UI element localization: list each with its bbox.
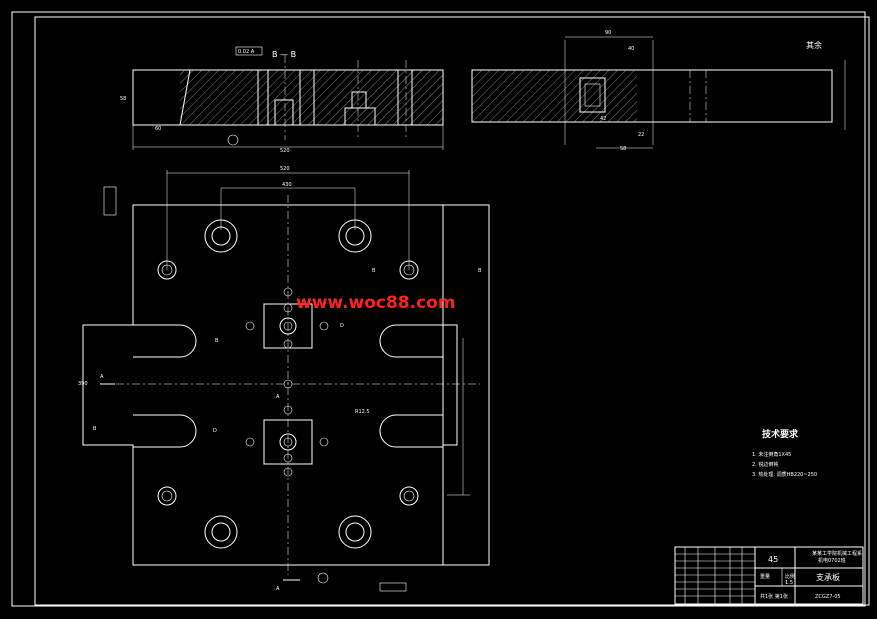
label-d-2: D: [340, 323, 344, 329]
title-scale-value: 1:5: [785, 580, 793, 586]
dim-top-left-small: 60: [155, 126, 161, 132]
tech-req-title: 技术要求: [762, 428, 799, 440]
plan-view: 520 430 390 B D B: [78, 166, 490, 592]
title-sheet: 共1张 第1张: [760, 593, 788, 600]
title-block: 45 某某工学院机械工程系 机电0702班 支承板 ZCGZ7-05 重量 比例…: [674, 546, 864, 605]
dim-plan-width-outer: 520: [280, 166, 290, 172]
tech-req-item-1: 1. 未注倒角1X45: [752, 451, 791, 458]
section-view-b-b: 0.02 A B — B 58 520 60: [120, 46, 444, 154]
dim-right-top: 90: [605, 30, 611, 36]
label-b-3: B: [372, 268, 376, 274]
title-part-name: 支承板: [816, 572, 840, 582]
label-d-1: D: [213, 428, 217, 434]
section-title-b-b: B — B: [272, 50, 296, 59]
dim-right-small-1: 42: [600, 116, 606, 122]
title-scale-label: 比例: [785, 573, 795, 580]
dim-top-left-height: 58: [120, 96, 126, 102]
section-view-right: 90 40 42 22 58 其余: [471, 30, 846, 152]
dim-right-mid: 40: [628, 46, 634, 52]
tech-requirements: 技术要求 1. 未注倒角1X45 2. 锐边倒钝 3. 热处理: 调质HB220…: [752, 428, 817, 478]
label-a-1: A: [100, 374, 104, 380]
title-company-1: 某某工学院机械工程系: [812, 550, 862, 557]
label-b-1: B: [215, 338, 219, 344]
dim-right-bot: 58: [620, 146, 626, 152]
label-a-3: A: [276, 586, 280, 592]
tech-req-item-3: 3. 热处理: 调质HB220~250: [752, 471, 817, 478]
title-material: 45: [768, 555, 778, 564]
title-company-2: 机电0702班: [818, 557, 846, 564]
watermark-text: www.woc88.com: [296, 293, 456, 313]
tolerance-frame-1: 0.02 A: [238, 49, 255, 55]
dim-plan-width-inner: 430: [282, 182, 292, 188]
outer-border: [11, 11, 866, 607]
inner-border: [34, 16, 870, 606]
dim-plan-slot: R12.5: [355, 409, 370, 415]
dim-plan-height: 390: [78, 381, 88, 387]
title-drawing-no: ZCGZ7-05: [815, 594, 841, 600]
dim-top-left-width: 520: [280, 148, 290, 154]
dim-right-small-2: 22: [638, 132, 644, 138]
tech-req-item-2: 2. 锐边倒钝: [752, 461, 778, 468]
label-a-2: A: [276, 394, 280, 400]
title-weight-label: 重量: [760, 573, 770, 580]
label-b-4: B: [478, 268, 482, 274]
label-b-2: B: [93, 426, 97, 432]
roughness-note: 其余: [806, 40, 822, 50]
